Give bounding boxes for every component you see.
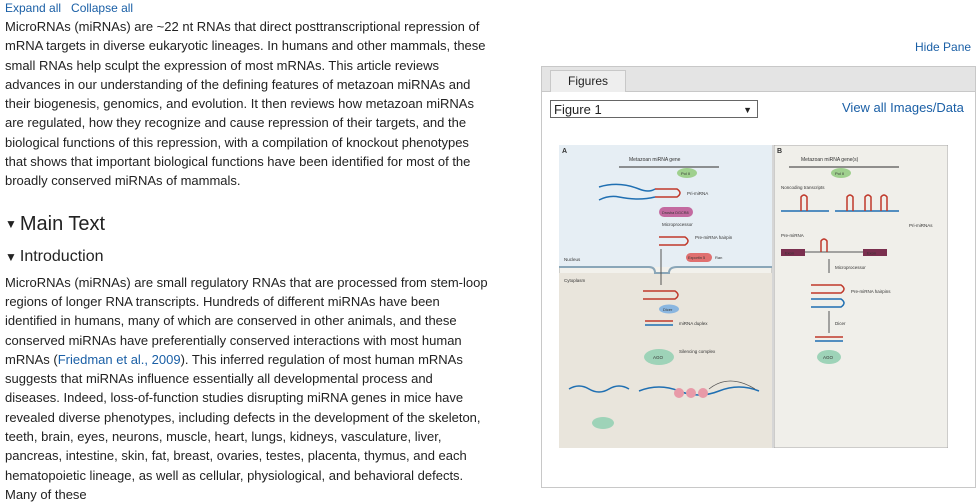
ago-complex <box>644 349 674 365</box>
pol-ii-blob <box>831 168 851 178</box>
figure-1-image[interactable]: A Metazoan miRNA gene Pol II Pri-miRNA D… <box>559 145 948 448</box>
panel-b <box>773 145 948 448</box>
hairpin-stem <box>655 188 681 198</box>
ago-bound-target <box>592 417 614 429</box>
expand-collapse-controls: Expand all Collapse all <box>5 1 490 16</box>
dicer-blob <box>659 304 679 314</box>
pri-mirna-strand <box>598 183 656 192</box>
view-all-images-link[interactable]: View all Images/Data <box>842 100 964 115</box>
cytoplasmic-hairpin <box>643 290 679 300</box>
fig-a-duplex-label: miRNA duplex <box>679 321 708 326</box>
exon-block <box>863 249 887 256</box>
fig-a-silencing-label: Silencing complex <box>679 349 716 354</box>
fig-a-nucleus-label: Nucleus <box>564 257 581 262</box>
fig-b-ago-label: AGO <box>823 355 834 360</box>
fig-a-pre-label: Pre-miRNA hairpin <box>695 235 733 240</box>
pre-mirna-hairpin <box>811 298 845 308</box>
fig-a-pol-label: Pol II <box>681 171 690 176</box>
main-text-heading[interactable]: ▼Main Text <box>5 211 490 238</box>
pri-mirna-hairpin <box>880 194 888 211</box>
fig-a-drosha-label: Drosha DGCR8 <box>662 211 689 215</box>
nucleus-region <box>559 145 772 267</box>
main-text-label: Main Text <box>19 212 106 235</box>
fig-b-pol-label: Pol II <box>835 171 844 176</box>
fig-a-dicer-label: Dicer <box>663 307 673 312</box>
tab-strip: Figures <box>542 67 975 92</box>
fig-b-pri-label: Pri-miRNAs <box>909 223 933 228</box>
fig-a-exportin-label: Exportin 5 <box>688 256 705 260</box>
panel-a-letter: A <box>562 148 567 155</box>
fig-b-dicer-label: Dicer <box>835 321 846 326</box>
fig-b-pre-label: Pre-miRNA <box>781 233 804 238</box>
pri-mirna-hairpin <box>800 194 808 211</box>
nuclear-envelope <box>559 266 772 274</box>
pol-ii-blob <box>677 168 697 178</box>
hide-pane-link[interactable]: Hide Pane <box>915 40 972 54</box>
article-body: Expand all Collapse all MicroRNAs (miRNAs… <box>5 0 490 504</box>
fig-b-microprocessor-label: Microprocessor <box>835 265 866 270</box>
fig-a-ran-label: Ran <box>715 255 722 260</box>
figure-select[interactable]: Figure 1 ▼ <box>550 100 758 118</box>
expand-all-link[interactable]: Expand all <box>5 1 62 15</box>
introduction-heading[interactable]: ▼Introduction <box>5 247 490 267</box>
fig-b-noncoding-label: Noncoding transcripts <box>781 185 825 190</box>
exportin-5 <box>686 253 712 262</box>
exon-block <box>781 249 805 256</box>
ribosome <box>698 388 708 398</box>
pri-mirna-hairpin <box>864 194 872 211</box>
intronic-hairpin <box>820 238 828 252</box>
introduction-paragraph: MicroRNAs (miRNAs) are small regulatory … <box>5 273 490 504</box>
ribosome <box>674 388 684 398</box>
introduction-label: Introduction <box>19 248 104 266</box>
fig-b-gene-label: Metazoan miRNA gene(s) <box>801 157 859 163</box>
fig-b-exon-label: Exon <box>867 251 876 256</box>
fig-a-ago-label: AGO <box>653 355 664 360</box>
collapse-triangle-icon[interactable]: ▼ <box>5 250 17 265</box>
panel-b-letter: B <box>777 148 782 155</box>
dropdown-caret-icon: ▼ <box>743 105 752 115</box>
ago-complex <box>817 350 841 364</box>
fig-b-exon-label: Exon <box>785 251 794 256</box>
ribosome <box>686 388 696 398</box>
intro-text-part: MicroRNAs (miRNAs) are small regulatory … <box>5 274 488 367</box>
collapse-all-link[interactable]: Collapse all <box>71 1 134 15</box>
figure-select-value: Figure 1 <box>554 102 602 117</box>
abstract-text: MicroRNAs (miRNAs) are ~22 nt RNAs that … <box>5 19 486 189</box>
fig-b-hairpins-label: Pre-miRNA hairpins <box>851 289 891 294</box>
fig-a-gene-label: Metazoan miRNA gene <box>629 157 681 163</box>
pri-mirna-hairpin <box>846 194 854 211</box>
collapse-triangle-icon[interactable]: ▼ <box>5 217 17 232</box>
drosha-dgcr8 <box>659 207 693 217</box>
fig-a-cytoplasm-label: Cytoplasm <box>564 278 586 283</box>
citation-link[interactable]: Friedman et al., 2009 <box>57 351 181 367</box>
pri-mirna-strand <box>598 195 656 201</box>
intro-text-part: ). This inferred regulation of most huma… <box>5 351 481 502</box>
tab-figures[interactable]: Figures <box>550 70 626 92</box>
repression-arrow <box>708 380 756 390</box>
fig-a-microprocessor-label: Microprocessor <box>662 222 693 227</box>
fig-a-pri-label: Pri-miRNA <box>687 191 708 196</box>
pre-mirna-hairpin <box>659 236 689 246</box>
pre-mirna-hairpin <box>811 284 845 294</box>
target-mrna <box>568 385 630 393</box>
figures-pane: Figures Figure 1 ▼ View all Images/Data … <box>541 66 976 488</box>
